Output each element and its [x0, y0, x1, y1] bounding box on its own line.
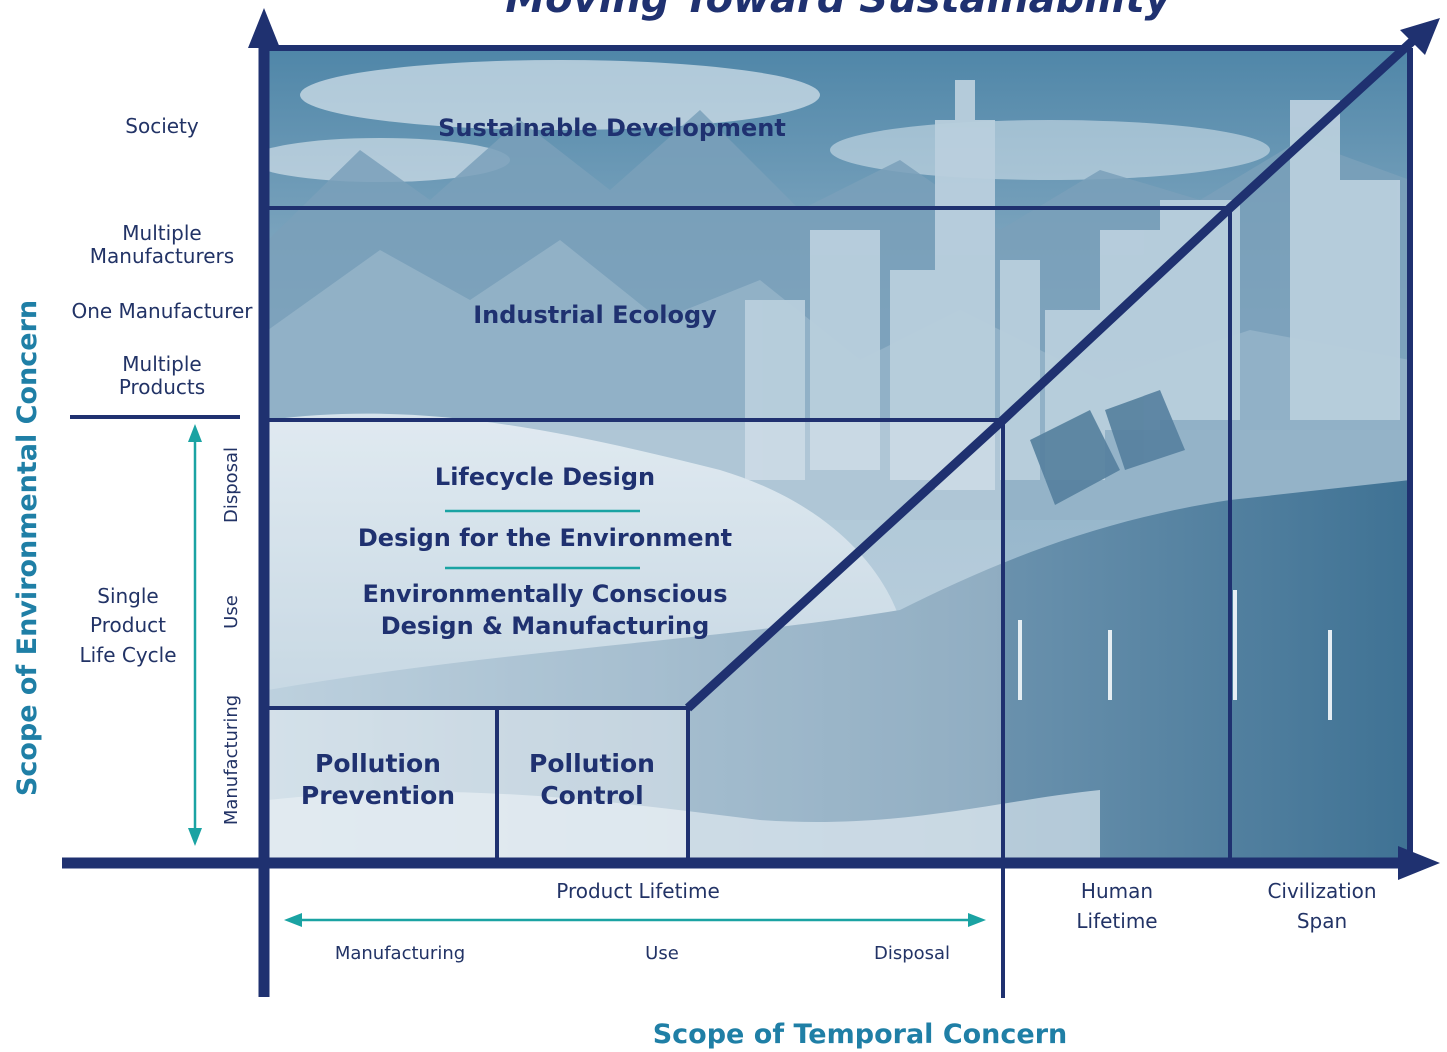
- zone-boundaries: [70, 45, 1413, 998]
- y-axis-title: Scope of Environmental Concern: [12, 300, 43, 796]
- y-stage-use: Use: [221, 595, 242, 629]
- y-axis-arrowhead: [248, 8, 280, 48]
- zone-pollution-control-line2: Control: [540, 781, 643, 810]
- zone-pollution-prevention-line1: Pollution: [315, 749, 441, 778]
- y-stage-manufacturing: Manufacturing: [221, 695, 242, 825]
- level-multiple-products-line1: Multiple: [122, 352, 201, 376]
- zone-sustainable-development: Sustainable Development: [438, 114, 786, 142]
- x-level-labels: Product Lifetime Human Lifetime Civiliza…: [556, 879, 1376, 933]
- x-stage-use: Use: [645, 943, 679, 964]
- background-scene: [268, 48, 1410, 860]
- level-human-lifetime-line1: Human: [1081, 879, 1153, 903]
- y-stage-disposal: Disposal: [221, 447, 242, 523]
- x-lifecycle-stage-labels: Manufacturing Use Disposal: [335, 943, 950, 964]
- level-civilization-span-line1: Civilization: [1267, 879, 1376, 903]
- zone-pollution-prevention-line2: Prevention: [301, 781, 455, 810]
- zone-labels: Sustainable Development Industrial Ecolo…: [301, 114, 786, 810]
- x-stage-disposal: Disposal: [874, 943, 950, 964]
- level-human-lifetime-line2: Lifetime: [1076, 909, 1157, 933]
- zone-lifecycle-design: Lifecycle Design: [435, 463, 655, 491]
- y-level-labels: Society Multiple Manufacturers One Manuf…: [71, 114, 253, 667]
- progression-arrow: [684, 18, 1440, 712]
- level-society: Society: [125, 114, 199, 138]
- level-single-product-line3: Life Cycle: [79, 643, 176, 667]
- level-single-product-line1: Single: [97, 584, 158, 608]
- level-multiple-manufacturers-line2: Manufacturers: [90, 244, 234, 268]
- zone-design-for-environment: Design for the Environment: [358, 524, 732, 552]
- x-axis-arrowhead: [1398, 846, 1440, 880]
- level-product-lifetime: Product Lifetime: [556, 879, 720, 903]
- y-lifecycle-stage-labels: Disposal Use Manufacturing: [221, 447, 242, 825]
- zone-pollution-control-line1: Pollution: [529, 749, 655, 778]
- x-stage-manufacturing: Manufacturing: [335, 943, 465, 964]
- zone-ecdm-line1: Environmentally Conscious: [362, 580, 727, 608]
- level-multiple-products-line2: Products: [119, 375, 205, 399]
- lifecycle-arrows: [188, 424, 986, 927]
- diagram-title: Moving Toward Sustainability: [505, 0, 1172, 22]
- main-axes: [62, 8, 1440, 997]
- level-civilization-span-line2: Span: [1297, 909, 1347, 933]
- x-axis-title: Scope of Temporal Concern: [653, 1019, 1068, 1050]
- zone-ecdm-line2: Design & Manufacturing: [381, 612, 710, 640]
- level-multiple-manufacturers-line1: Multiple: [122, 221, 201, 245]
- level-one-manufacturer: One Manufacturer: [71, 299, 253, 323]
- level-single-product-line2: Product: [90, 613, 166, 637]
- zone-industrial-ecology: Industrial Ecology: [473, 301, 717, 329]
